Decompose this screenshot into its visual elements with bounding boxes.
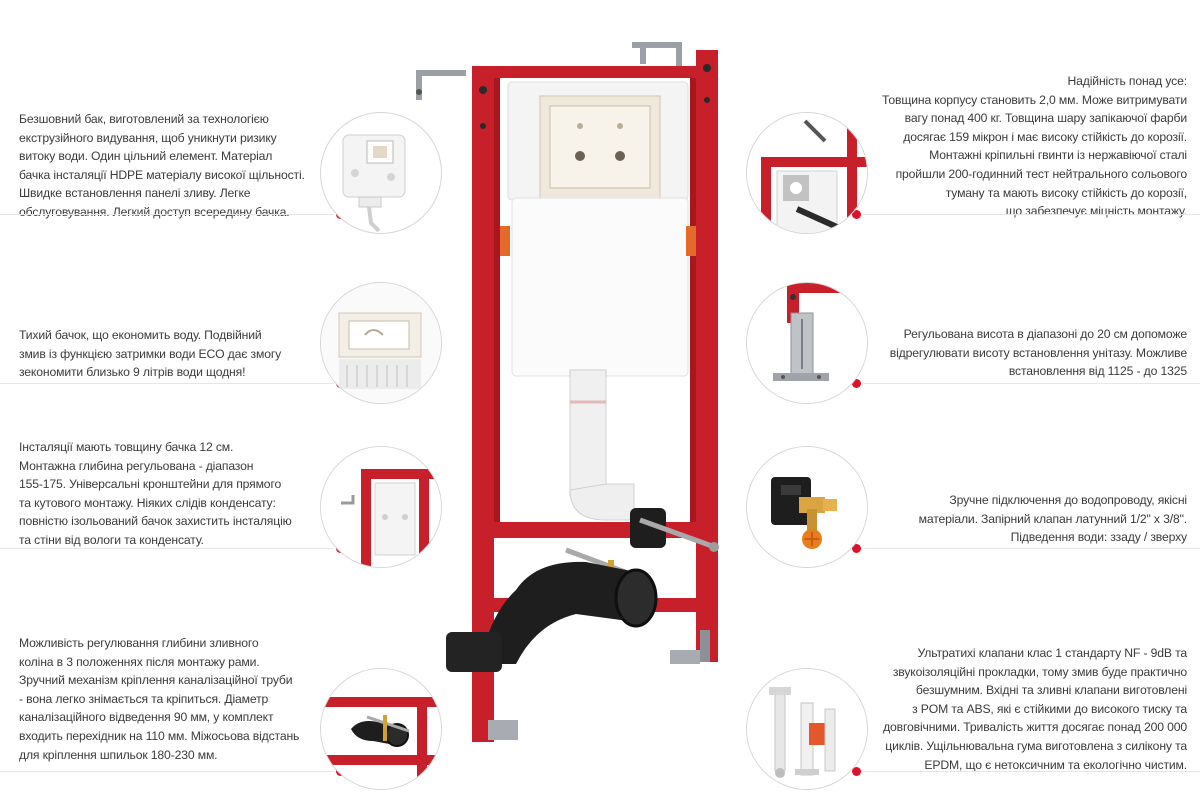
feature-text-reliability: Надійність понад усе: Товщина корпусу ст… bbox=[882, 74, 1187, 219]
feature-text-seamless-tank: Безшовний бак, виготовлений за технологі… bbox=[19, 112, 305, 219]
connector-dot bbox=[852, 379, 861, 388]
frame-bracket-icon bbox=[746, 112, 868, 234]
cistern bbox=[500, 81, 696, 377]
frame-corner-icon bbox=[320, 446, 442, 568]
flush-pipe bbox=[569, 369, 666, 548]
tank-icon bbox=[320, 112, 442, 234]
connector-line bbox=[858, 548, 1200, 549]
brass-valve-icon bbox=[746, 446, 868, 568]
feature-text-adjustable-height: Регульована висота в діапазоні до 20 см … bbox=[889, 327, 1187, 379]
feature-text-water-connection: Зручне підключення до водопроводу, якісн… bbox=[918, 493, 1188, 545]
flush-panel-icon bbox=[320, 282, 442, 404]
connector-dot bbox=[852, 767, 861, 776]
connector-line bbox=[858, 383, 1200, 384]
connector-line bbox=[0, 548, 340, 549]
connector-line bbox=[858, 771, 1200, 772]
wall-bracket bbox=[632, 42, 682, 66]
fill-valve-icon bbox=[746, 668, 868, 790]
connector-dot bbox=[852, 544, 861, 553]
feature-text-ultra-quiet-valves: Ультратихі клапани клас 1 стандарту NF -… bbox=[883, 646, 1187, 772]
feature-text-drain-bend: Можливість регулювання глибини зливного … bbox=[19, 636, 300, 762]
connector-line bbox=[0, 214, 340, 215]
drain-bend-icon bbox=[320, 668, 442, 790]
feature-text-quiet-cistern: Тихий бачок, що економить воду. Подвійни… bbox=[19, 328, 282, 380]
feature-text-tank-thickness: Інсталяції мають товщину бачка 12 см. Мо… bbox=[19, 440, 292, 547]
adjustable-leg-icon bbox=[746, 282, 868, 404]
connector-dot bbox=[852, 210, 861, 219]
installation-frame-illustration bbox=[416, 42, 719, 742]
drain-bend bbox=[446, 561, 658, 672]
connector-line bbox=[0, 383, 340, 384]
connector-line bbox=[0, 771, 340, 772]
connector-line bbox=[858, 214, 1200, 215]
wall-bracket bbox=[416, 70, 466, 100]
